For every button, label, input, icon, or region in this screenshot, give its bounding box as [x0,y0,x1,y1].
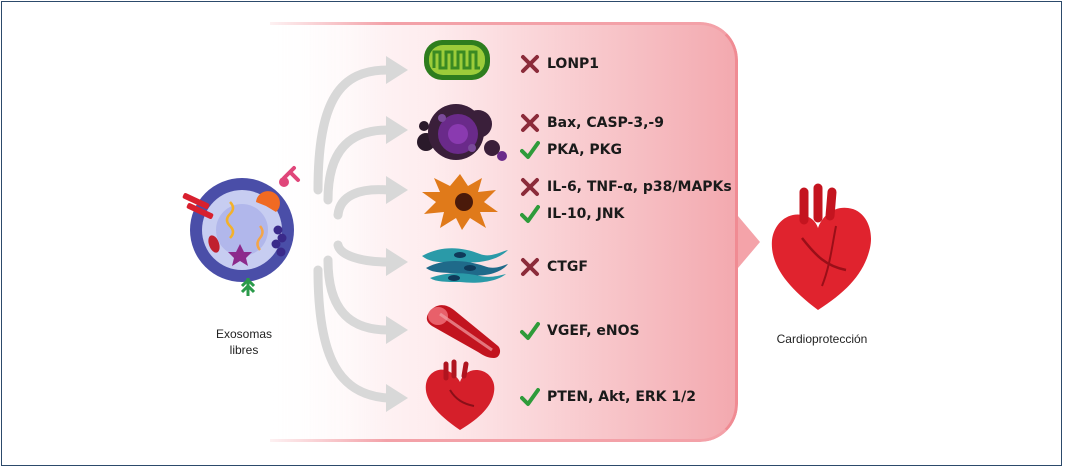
arrow-4 [333,240,393,267]
effect-ctgf: CTGF [520,256,588,278]
heart-icon [425,359,495,430]
effect-text: PTEN, Akt, ERK 1/2 [547,389,696,405]
effect-text: CTGF [547,259,588,275]
effect-il10: IL-10, JNK [520,203,624,225]
arrow-6 [313,265,393,403]
fibroblast-icon [422,248,508,283]
check-icon [520,205,540,223]
heart-large-icon [771,183,872,310]
effect-text: PKA, PKG [547,142,622,158]
effect-text: IL-6, TNF-α, p38/MAPKs [547,179,732,195]
effects-panel [270,22,738,442]
effect-pka: PKA, PKG [520,139,622,161]
mitochondrion-icon [424,40,490,80]
arrows-group [313,56,408,412]
effect-text: IL-10, JNK [547,206,625,222]
effect-text: Bax, CASP-3,-9 [547,115,664,131]
arrow-1 [313,65,393,195]
effect-text: VGEF, eNOS [547,323,640,339]
arrow-2 [323,125,393,205]
arrow-3 [333,185,393,220]
check-icon [520,388,540,406]
effect-text: LONP1 [547,56,600,72]
effect-lonp1: LONP1 [520,53,599,75]
effect-bax: Bax, CASP-3,-9 [520,112,664,134]
cross-icon [521,114,539,132]
effect-pten: PTEN, Akt, ERK 1/2 [520,386,696,408]
exosome-label-line1: Exosomas [215,327,273,341]
cross-icon [521,55,539,73]
effect-il6: IL-6, TNF-α, p38/MAPKs [520,176,732,198]
cross-icon [521,178,539,196]
arrow-5 [323,255,393,335]
effect-vgef: VGEF, eNOS [520,320,640,342]
exosome-label-line2: libres [229,343,259,357]
blood-vessel-icon [426,305,501,358]
check-icon [520,141,540,159]
exosome-label: Exosomas libres [204,326,284,358]
apoptotic-cell-icon [417,104,507,161]
check-icon [520,322,540,340]
cross-icon [521,258,539,276]
exosome-icon [182,166,300,296]
outcome-pointer [738,216,760,268]
outcome-label: Cardioprotección [776,332,868,346]
macrophage-icon [422,174,498,230]
